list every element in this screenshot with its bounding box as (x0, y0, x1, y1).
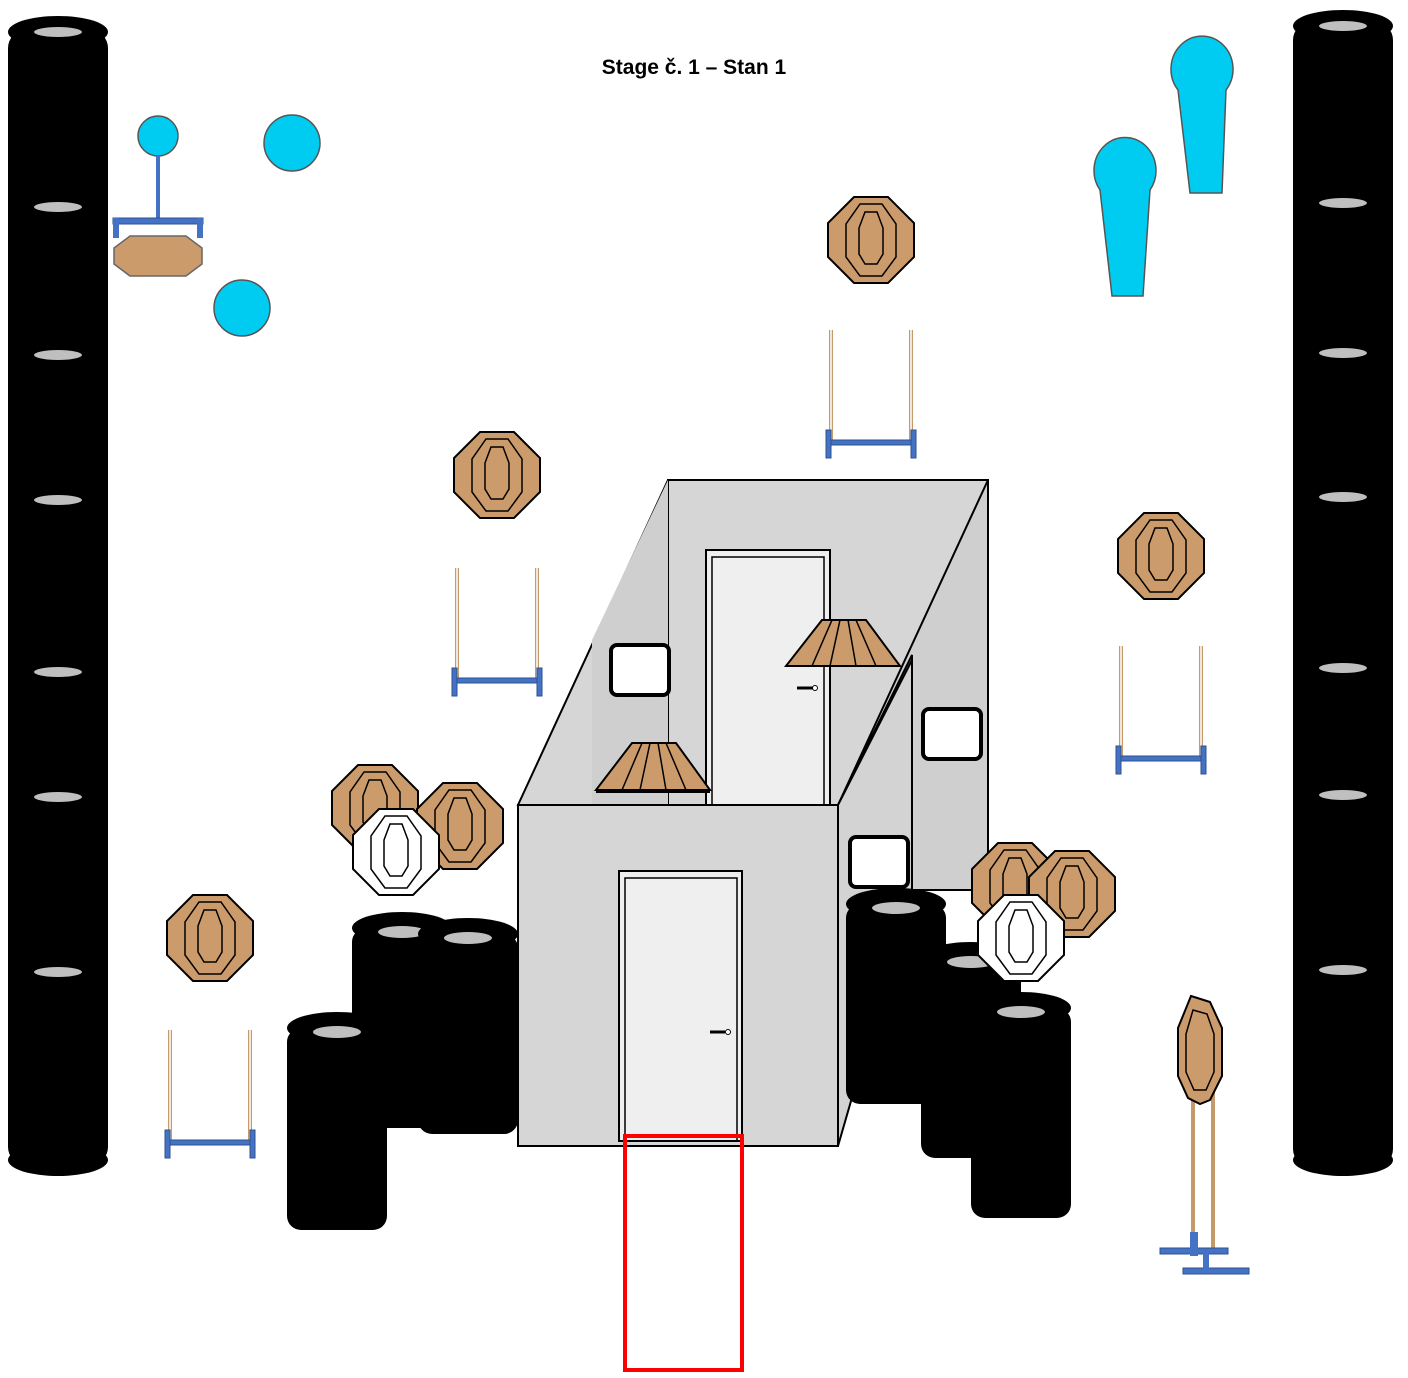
steel-plate-2 (264, 115, 320, 171)
no-shoot-target-1 (353, 809, 439, 895)
window-2 (923, 709, 981, 759)
tire-wall-right (1293, 10, 1393, 1176)
no-shoot-target-2 (978, 895, 1064, 981)
tire-stack-2 (418, 918, 518, 1134)
steel-popper-1 (1171, 36, 1233, 193)
steel-plate-3 (214, 280, 270, 336)
shooting-box (625, 1136, 742, 1370)
door-back (706, 550, 830, 808)
steel-plates-left (138, 115, 320, 336)
window-3 (850, 837, 908, 887)
tire-wall-left (8, 16, 108, 1176)
door-front (619, 871, 742, 1141)
steel-popper-2 (1094, 137, 1156, 296)
paper-target-3 (1116, 513, 1206, 774)
paper-target-4 (165, 895, 255, 1158)
tire-stack-6 (971, 992, 1071, 1218)
tire-stack-3 (287, 1012, 387, 1230)
swinging-target (113, 156, 203, 276)
paper-target-2 (452, 432, 542, 696)
paper-target-narrow (1160, 996, 1249, 1274)
paper-target-1 (826, 197, 916, 458)
steel-plate-1 (138, 116, 178, 156)
window-1 (611, 645, 669, 695)
